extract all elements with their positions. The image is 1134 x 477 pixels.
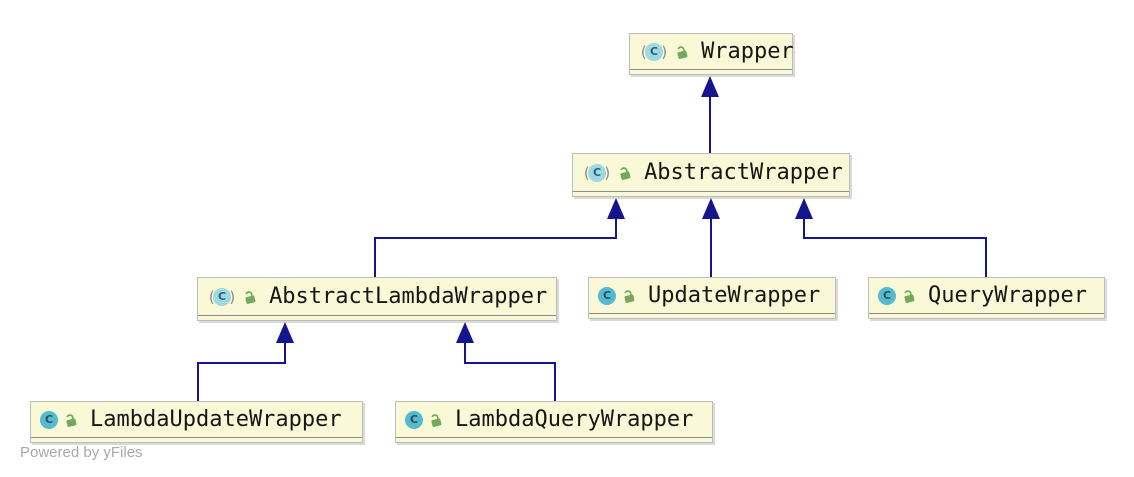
class-icon: C (405, 410, 443, 429)
public-visibility-lock-icon (66, 413, 77, 427)
class-name-label: LambdaQueryWrapper (455, 407, 694, 432)
inheritance-arrowhead (607, 198, 625, 219)
abstract-class-icon: (C) (582, 163, 632, 182)
class-icon: C (878, 286, 916, 305)
abstract-paren-icon: ( (639, 42, 649, 61)
inheritance-arrowhead (795, 198, 813, 219)
inheritance-edge-lambda-update-wrapper-to-abstract-lambda-wrapper (197, 342, 286, 401)
class-circle-icon: C (598, 286, 616, 305)
inheritance-arrowhead (276, 322, 294, 343)
class-name-label: LambdaUpdateWrapper (90, 407, 342, 432)
class-node-query-wrapper[interactable]: C QueryWrapper (868, 277, 1105, 319)
abstract-class-icon: (C) (207, 287, 257, 306)
inheritance-edge-query-wrapper-to-abstract-wrapper (803, 218, 987, 277)
inheritance-arrowhead (701, 76, 719, 97)
public-visibility-lock-icon (431, 413, 442, 427)
class-node-abstract-wrapper[interactable]: (C) AbstractWrapper (572, 153, 850, 197)
class-name-label: UpdateWrapper (648, 283, 821, 308)
class-circle-icon: C (405, 410, 423, 429)
class-circle-icon: C (645, 42, 664, 61)
class-node-update-wrapper[interactable]: C UpdateWrapper (588, 277, 836, 319)
public-visibility-lock-icon (620, 166, 631, 180)
abstract-paren-icon: ) (660, 42, 670, 61)
class-node-lambda-query-wrapper[interactable]: C LambdaQueryWrapper (395, 401, 713, 443)
class-icon: C (598, 286, 636, 305)
class-name-label: QueryWrapper (928, 283, 1087, 308)
abstract-class-icon: (C) (639, 42, 689, 61)
class-name-label: AbstractLambdaWrapper (269, 284, 548, 309)
abstract-paren-icon: ) (603, 163, 613, 182)
inheritance-edge-lambda-query-wrapper-to-abstract-lambda-wrapper (464, 342, 556, 401)
class-node-abstract-lambda-wrapper[interactable]: (C) AbstractLambdaWrapper (197, 277, 557, 321)
class-name-label: AbstractWrapper (644, 160, 843, 185)
class-circle-icon: C (213, 287, 232, 306)
abstract-paren-icon: ( (582, 163, 592, 182)
class-circle-icon: C (878, 286, 896, 305)
public-visibility-lock-icon (904, 289, 915, 303)
public-visibility-lock-icon (677, 45, 688, 59)
class-node-wrapper[interactable]: (C) Wrapper (629, 33, 794, 75)
inheritance-arrowhead (456, 322, 474, 343)
class-node-lambda-update-wrapper[interactable]: C LambdaUpdateWrapper (30, 401, 363, 443)
public-visibility-lock-icon (624, 289, 635, 303)
class-icon: C (40, 410, 78, 429)
public-visibility-lock-icon (245, 290, 256, 304)
yfiles-watermark: Powered by yFiles (20, 444, 143, 461)
abstract-paren-icon: ( (207, 287, 217, 306)
class-circle-icon: C (588, 163, 607, 182)
inheritance-arrowhead (702, 198, 720, 219)
class-circle-icon: C (40, 410, 58, 429)
class-name-label: Wrapper (701, 39, 794, 64)
inheritance-edge-abstract-lambda-wrapper-to-abstract-wrapper (374, 218, 617, 277)
abstract-paren-icon: ) (228, 287, 238, 306)
